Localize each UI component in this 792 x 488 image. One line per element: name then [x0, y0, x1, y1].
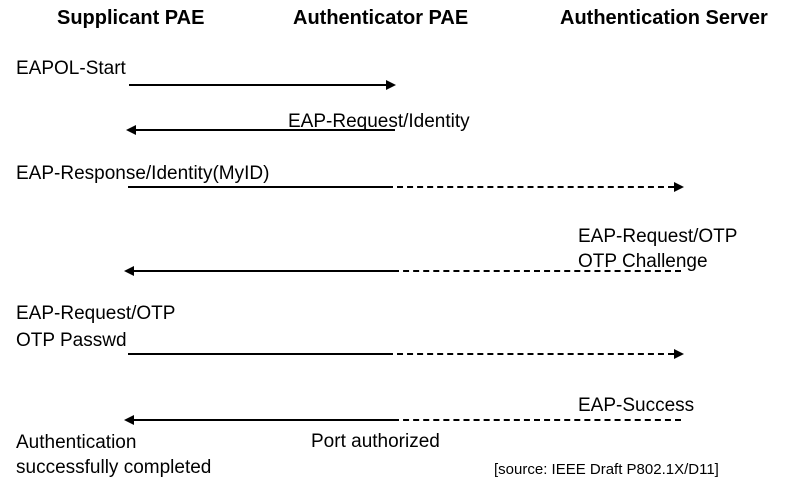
- annotation-port-authorized: Port authorized: [311, 431, 440, 452]
- arrowhead-right-icon-eap-request-otp-passwd: [674, 349, 684, 359]
- annotation-authentication-complete-line1: Authentication: [16, 432, 137, 453]
- message-line-eap-success-solid: [134, 419, 393, 421]
- message-line-eap-request-otp-passwd-solid: [128, 353, 387, 355]
- column-header-authentication-server: Authentication Server: [560, 7, 768, 29]
- message-label-eap-request-identity: EAP-Request/Identity: [288, 111, 470, 132]
- message-label-eap-request-otp-challenge-line2: OTP Challenge: [578, 251, 708, 272]
- message-label-eap-request-otp-passwd-line1: EAP-Request/OTP: [16, 303, 176, 324]
- message-line-eap-response-identity-dotted: [387, 186, 674, 188]
- message-line-eap-request-otp-challenge-dotted: [393, 270, 681, 272]
- message-line-eapol-start: [129, 84, 391, 86]
- message-line-eap-success-dotted: [393, 419, 681, 421]
- message-line-eap-request-identity: [136, 129, 395, 131]
- message-label-eap-request-otp-passwd-line2: OTP Passwd: [16, 330, 127, 351]
- message-label-eap-request-otp-challenge-line1: EAP-Request/OTP: [578, 226, 738, 247]
- arrowhead-right-icon-eap-response-identity: [674, 182, 684, 192]
- message-line-eap-request-otp-challenge-solid: [134, 270, 393, 272]
- message-line-eap-response-identity-solid: [128, 186, 387, 188]
- source-citation: [source: IEEE Draft P802.1X/D11]: [494, 461, 719, 478]
- arrowhead-left-icon-eap-request-identity: [126, 125, 136, 135]
- column-header-authenticator-pae: Authenticator PAE: [293, 7, 469, 29]
- arrowhead-right-icon-eapol-start: [386, 80, 396, 90]
- annotation-authentication-complete-line2: successfully completed: [16, 457, 212, 478]
- arrowhead-left-icon-eap-success: [124, 415, 134, 425]
- message-label-eap-response-identity: EAP-Response/Identity(MyID): [16, 163, 270, 184]
- message-line-eap-request-otp-passwd-dotted: [387, 353, 674, 355]
- arrowhead-left-icon-eap-request-otp-challenge: [124, 266, 134, 276]
- message-label-eapol-start: EAPOL-Start: [16, 58, 126, 79]
- message-label-eap-success: EAP-Success: [578, 395, 695, 416]
- column-header-supplicant-pae: Supplicant PAE: [57, 7, 205, 29]
